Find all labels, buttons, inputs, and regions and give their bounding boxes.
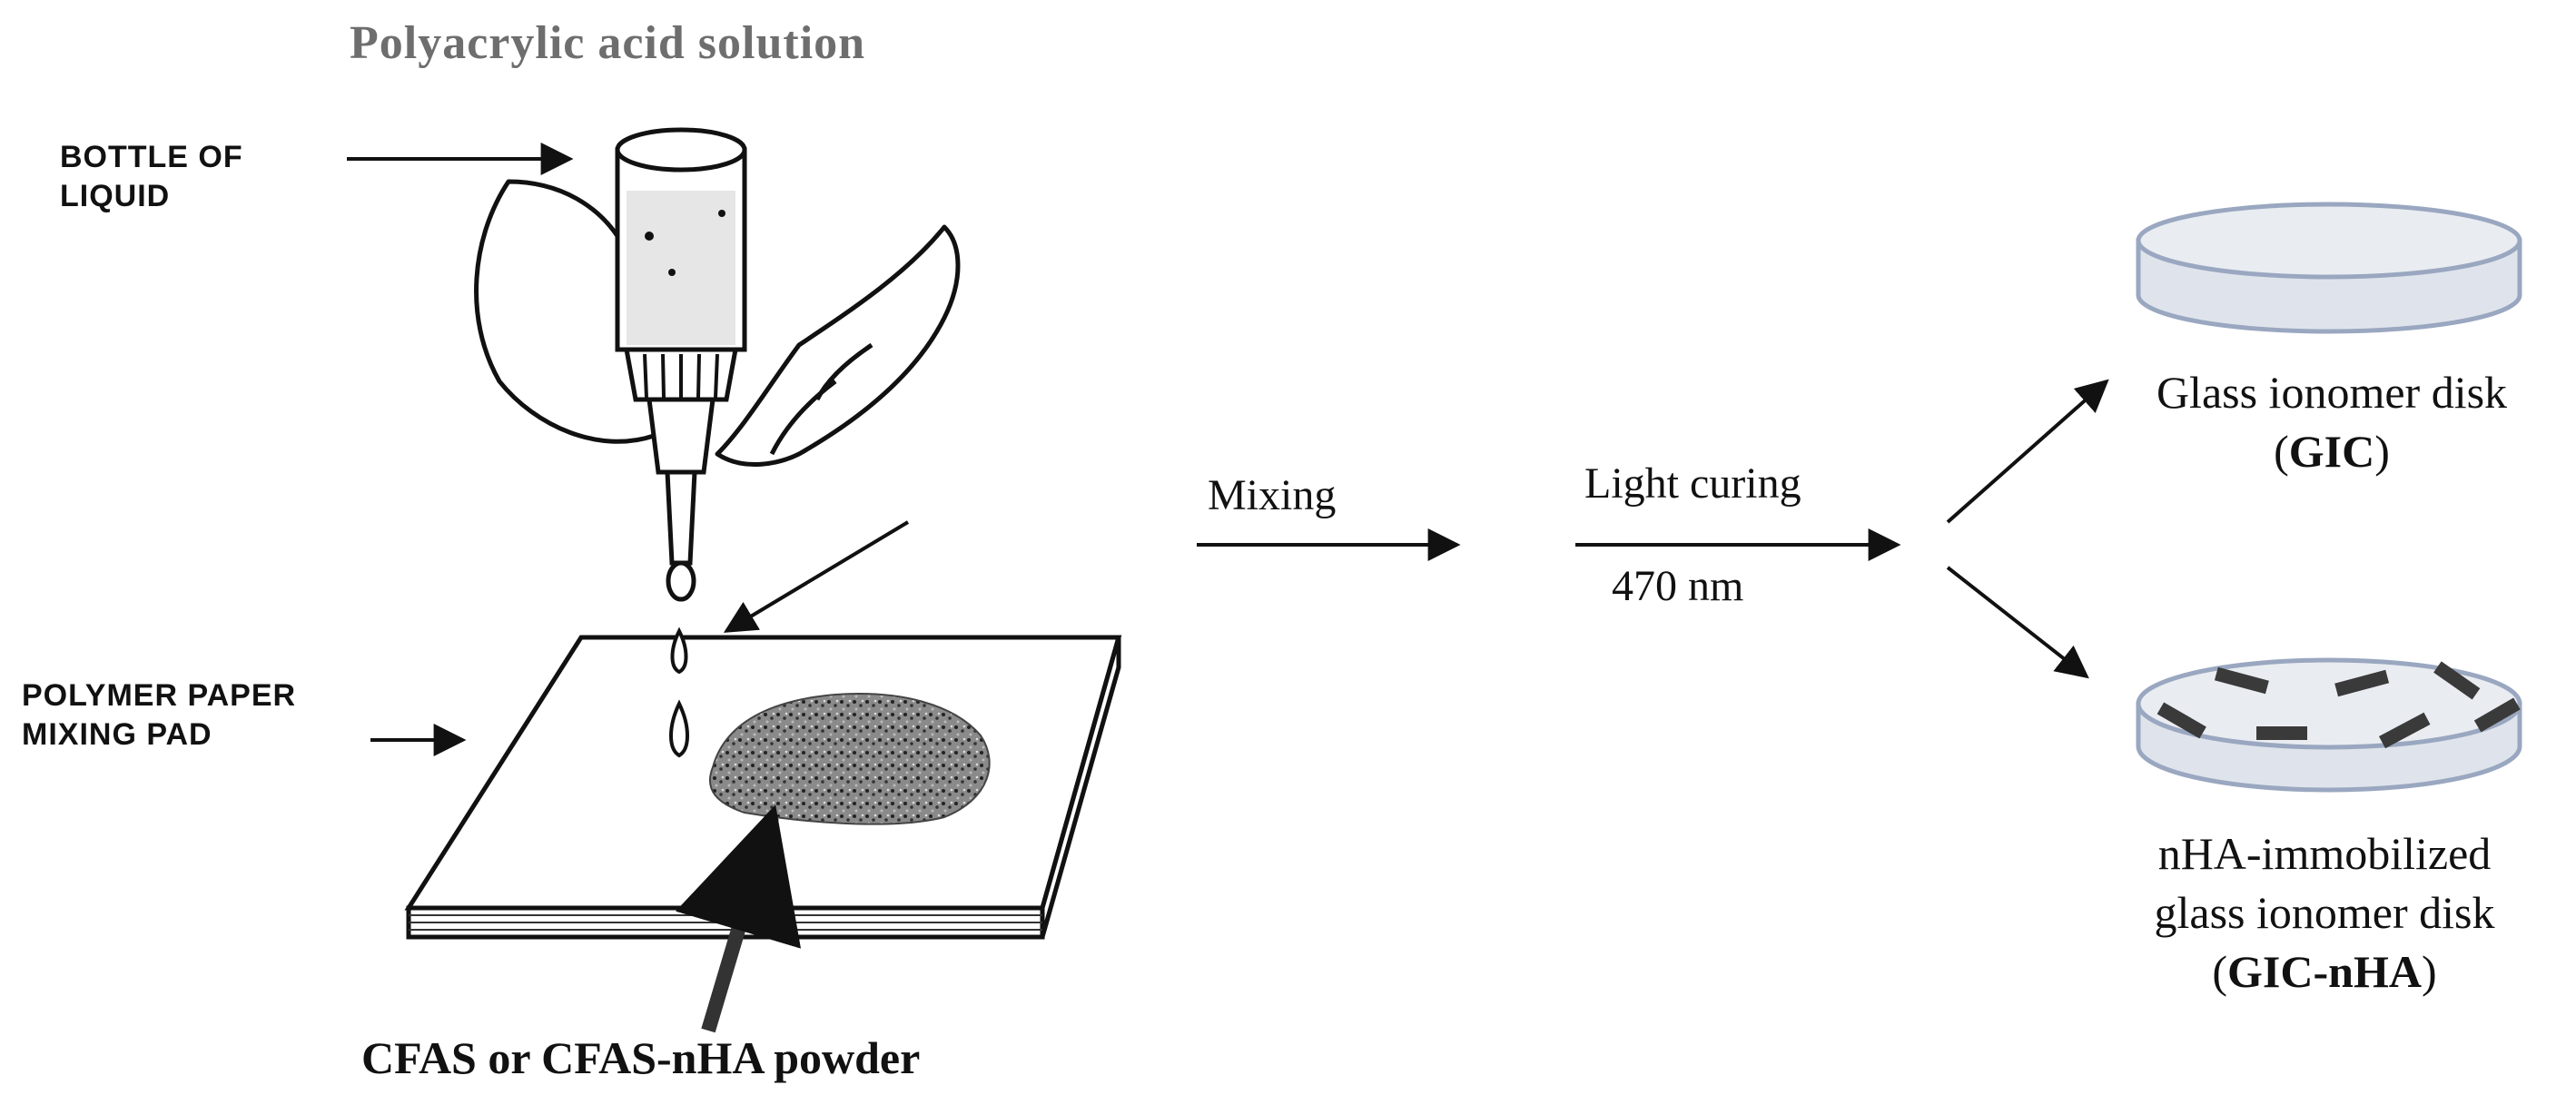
branch-arrow-up <box>1948 381 2107 522</box>
pad-label: POLYMER PAPER MIXING PAD <box>22 676 296 754</box>
gic-label: Glass ionomer disk (GIC) <box>2105 363 2559 481</box>
gic-code: GIC <box>2289 426 2374 477</box>
powder-label: CFAS or CFAS-nHA powder <box>361 1031 920 1084</box>
gic-nha-label: nHA-immobilized glass ionomer disk (GIC-… <box>2079 824 2570 1001</box>
dropper-bottle-illustration <box>617 130 745 599</box>
pad-label-line2: MIXING PAD <box>22 715 296 755</box>
gic-disk-illustration <box>2138 204 2520 331</box>
pad-label-line1: POLYMER PAPER <box>22 676 296 715</box>
bottle-label-line1: BOTTLE OF <box>60 138 243 177</box>
drop-pointer-arrow <box>726 522 908 631</box>
gic-nha-disk-illustration <box>2138 660 2521 790</box>
bottle-label: BOTTLE OF LIQUID <box>60 138 243 215</box>
branch-arrow-down <box>1948 567 2087 676</box>
bottle-label-line2: LIQUID <box>60 177 243 216</box>
gic-nha-code: GIC-nHA <box>2227 946 2422 997</box>
gic-nha-label-line3: (GIC-nHA) <box>2079 942 2570 1001</box>
solution-title: Polyacrylic acid solution <box>350 16 865 70</box>
gic-label-line1: Glass ionomer disk <box>2105 363 2559 422</box>
mixing-label: Mixing <box>1208 470 1336 520</box>
wavelength-label: 470 nm <box>1612 561 1743 611</box>
gic-label-line2: (GIC) <box>2105 422 2559 481</box>
gic-nha-label-line2: glass ionomer disk <box>2079 883 2570 942</box>
gic-nha-label-line1: nHA-immobilized <box>2079 824 2570 883</box>
curing-label: Light curing <box>1584 459 1801 508</box>
